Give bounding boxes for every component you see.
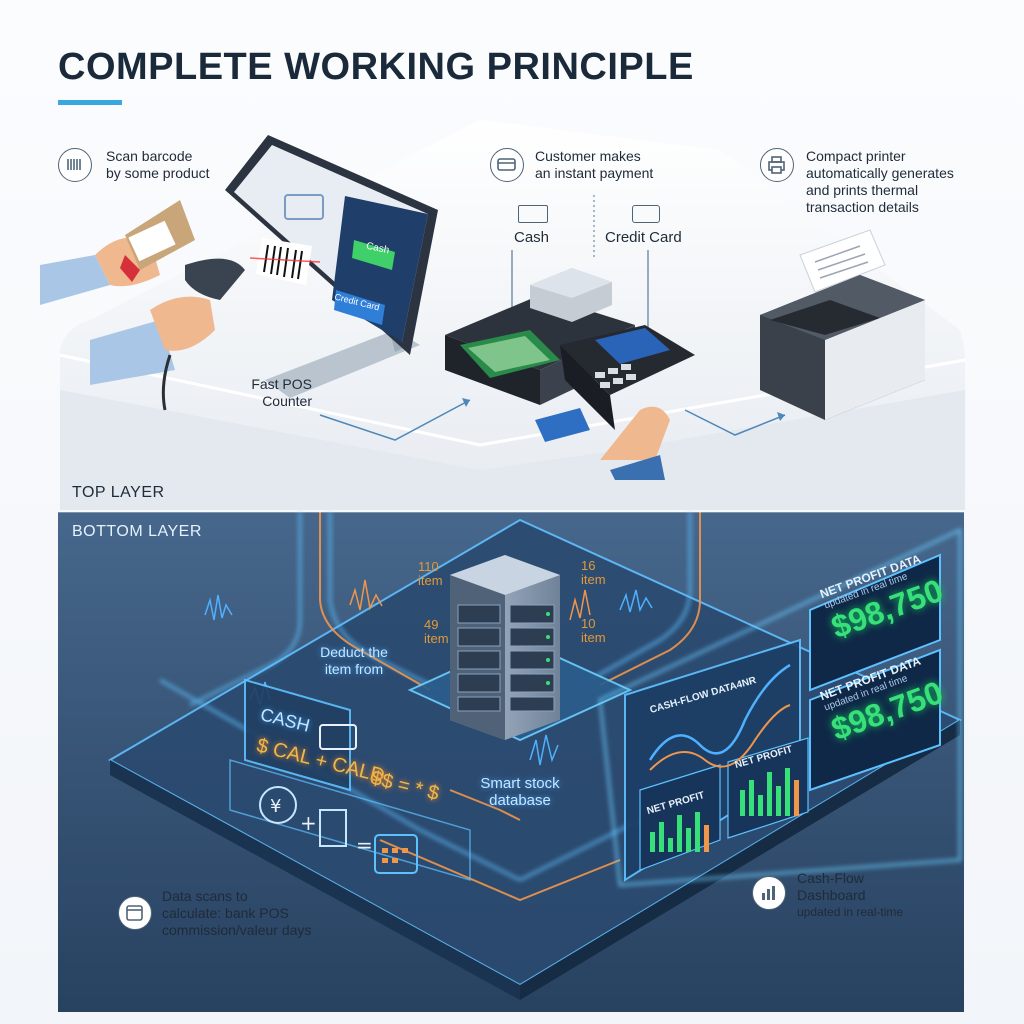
- pos-terminal: [225, 135, 438, 398]
- pos-counter-line1: Fast POS: [251, 376, 312, 392]
- step-printer-line2: automatically generates: [806, 165, 954, 181]
- server-rack: [407, 555, 633, 742]
- stock-count-3: 16 item: [581, 559, 606, 587]
- stock-count-4-unit: item: [581, 630, 606, 645]
- top-layer: [40, 120, 966, 510]
- svg-text:=: =: [356, 833, 373, 857]
- title-underline: [58, 100, 122, 105]
- data-scan-line2: calculate: bank POS: [162, 905, 289, 921]
- cashflow-caption: Cash-Flow Dashboard updated in real-time: [797, 870, 903, 921]
- cashflow-caption-line2: Dashboard: [797, 887, 866, 903]
- page-title: COMPLETE WORKING PRINCIPLE: [58, 46, 694, 88]
- scanner-hands: [40, 200, 245, 411]
- dashboard-panels: [598, 527, 962, 887]
- database-label: Smart stock database: [464, 775, 576, 809]
- stock-count-3-value: 16: [581, 558, 596, 573]
- stock-count-3-unit: item: [581, 572, 606, 587]
- data-scan-line3: commission/valeur days: [162, 922, 312, 938]
- step-payment-line1: Customer makes: [535, 148, 641, 164]
- cashflow-caption-line1: Cash-Flow: [797, 870, 864, 886]
- barcode-icon: [58, 148, 92, 182]
- svg-text:+: +: [300, 811, 317, 835]
- payment-credit-card-label: Credit Card: [605, 229, 682, 246]
- data-scan-line1: Data scans to: [162, 888, 248, 904]
- receipt-printer: [760, 229, 925, 420]
- step-scan-line2: by some product: [106, 165, 210, 181]
- cashflow-caption-line3: updated in real-time: [797, 905, 904, 919]
- step-printer-line4: transaction details: [806, 199, 919, 215]
- step-printer-line1: Compact printer: [806, 148, 906, 164]
- card-terminal: [535, 325, 695, 480]
- database-line1: Smart stock: [480, 775, 560, 792]
- pos-counter-line2: Counter: [262, 393, 312, 409]
- stock-count-1-unit: item: [418, 573, 443, 588]
- stock-count-1: 110 item: [418, 560, 443, 588]
- top-layer-label: TOP LAYER: [72, 484, 165, 501]
- step-printer-line3: and prints thermal: [806, 182, 919, 198]
- step-payment-line2: an instant payment: [535, 165, 654, 181]
- step-payment-label: Customer makes an instant payment: [535, 148, 653, 182]
- deduct-line1: Deduct the: [320, 644, 388, 660]
- deduct-line2: item from: [324, 661, 384, 677]
- step-scan-label: Scan barcode by some product: [106, 148, 210, 182]
- pos-counter-label: Fast POS Counter: [244, 376, 312, 410]
- chart-icon: [752, 876, 786, 910]
- payment-cash-label: Cash: [514, 229, 550, 246]
- printer-icon: [760, 148, 794, 182]
- svg-text:¥: ¥: [270, 796, 281, 817]
- bottom-layer-label: BOTTOM LAYER: [72, 523, 202, 540]
- credit-card-icon: [632, 205, 660, 223]
- stock-count-2-value: 49: [424, 617, 439, 632]
- stock-count-1-value: 110: [418, 559, 439, 574]
- calc-panel: ¥ + =: [229, 678, 471, 881]
- card-icon: [490, 148, 524, 182]
- stock-count-4: 10 item: [581, 617, 606, 645]
- deduct-label: Deduct the item from: [314, 644, 394, 678]
- calendar-icon: [118, 896, 152, 930]
- stock-count-2-unit: item: [424, 631, 449, 646]
- data-scan-caption: Data scans to calculate: bank POS commis…: [162, 888, 311, 939]
- cash-icon: [518, 205, 548, 223]
- step-scan-line1: Scan barcode: [106, 148, 193, 164]
- step-printer-label: Compact printer automatically generates …: [806, 148, 954, 216]
- bottom-layer: ¥ + =: [58, 512, 964, 1012]
- stock-count-4-value: 10: [581, 616, 596, 631]
- stock-count-2: 49 item: [424, 618, 449, 646]
- database-line2: database: [489, 792, 551, 809]
